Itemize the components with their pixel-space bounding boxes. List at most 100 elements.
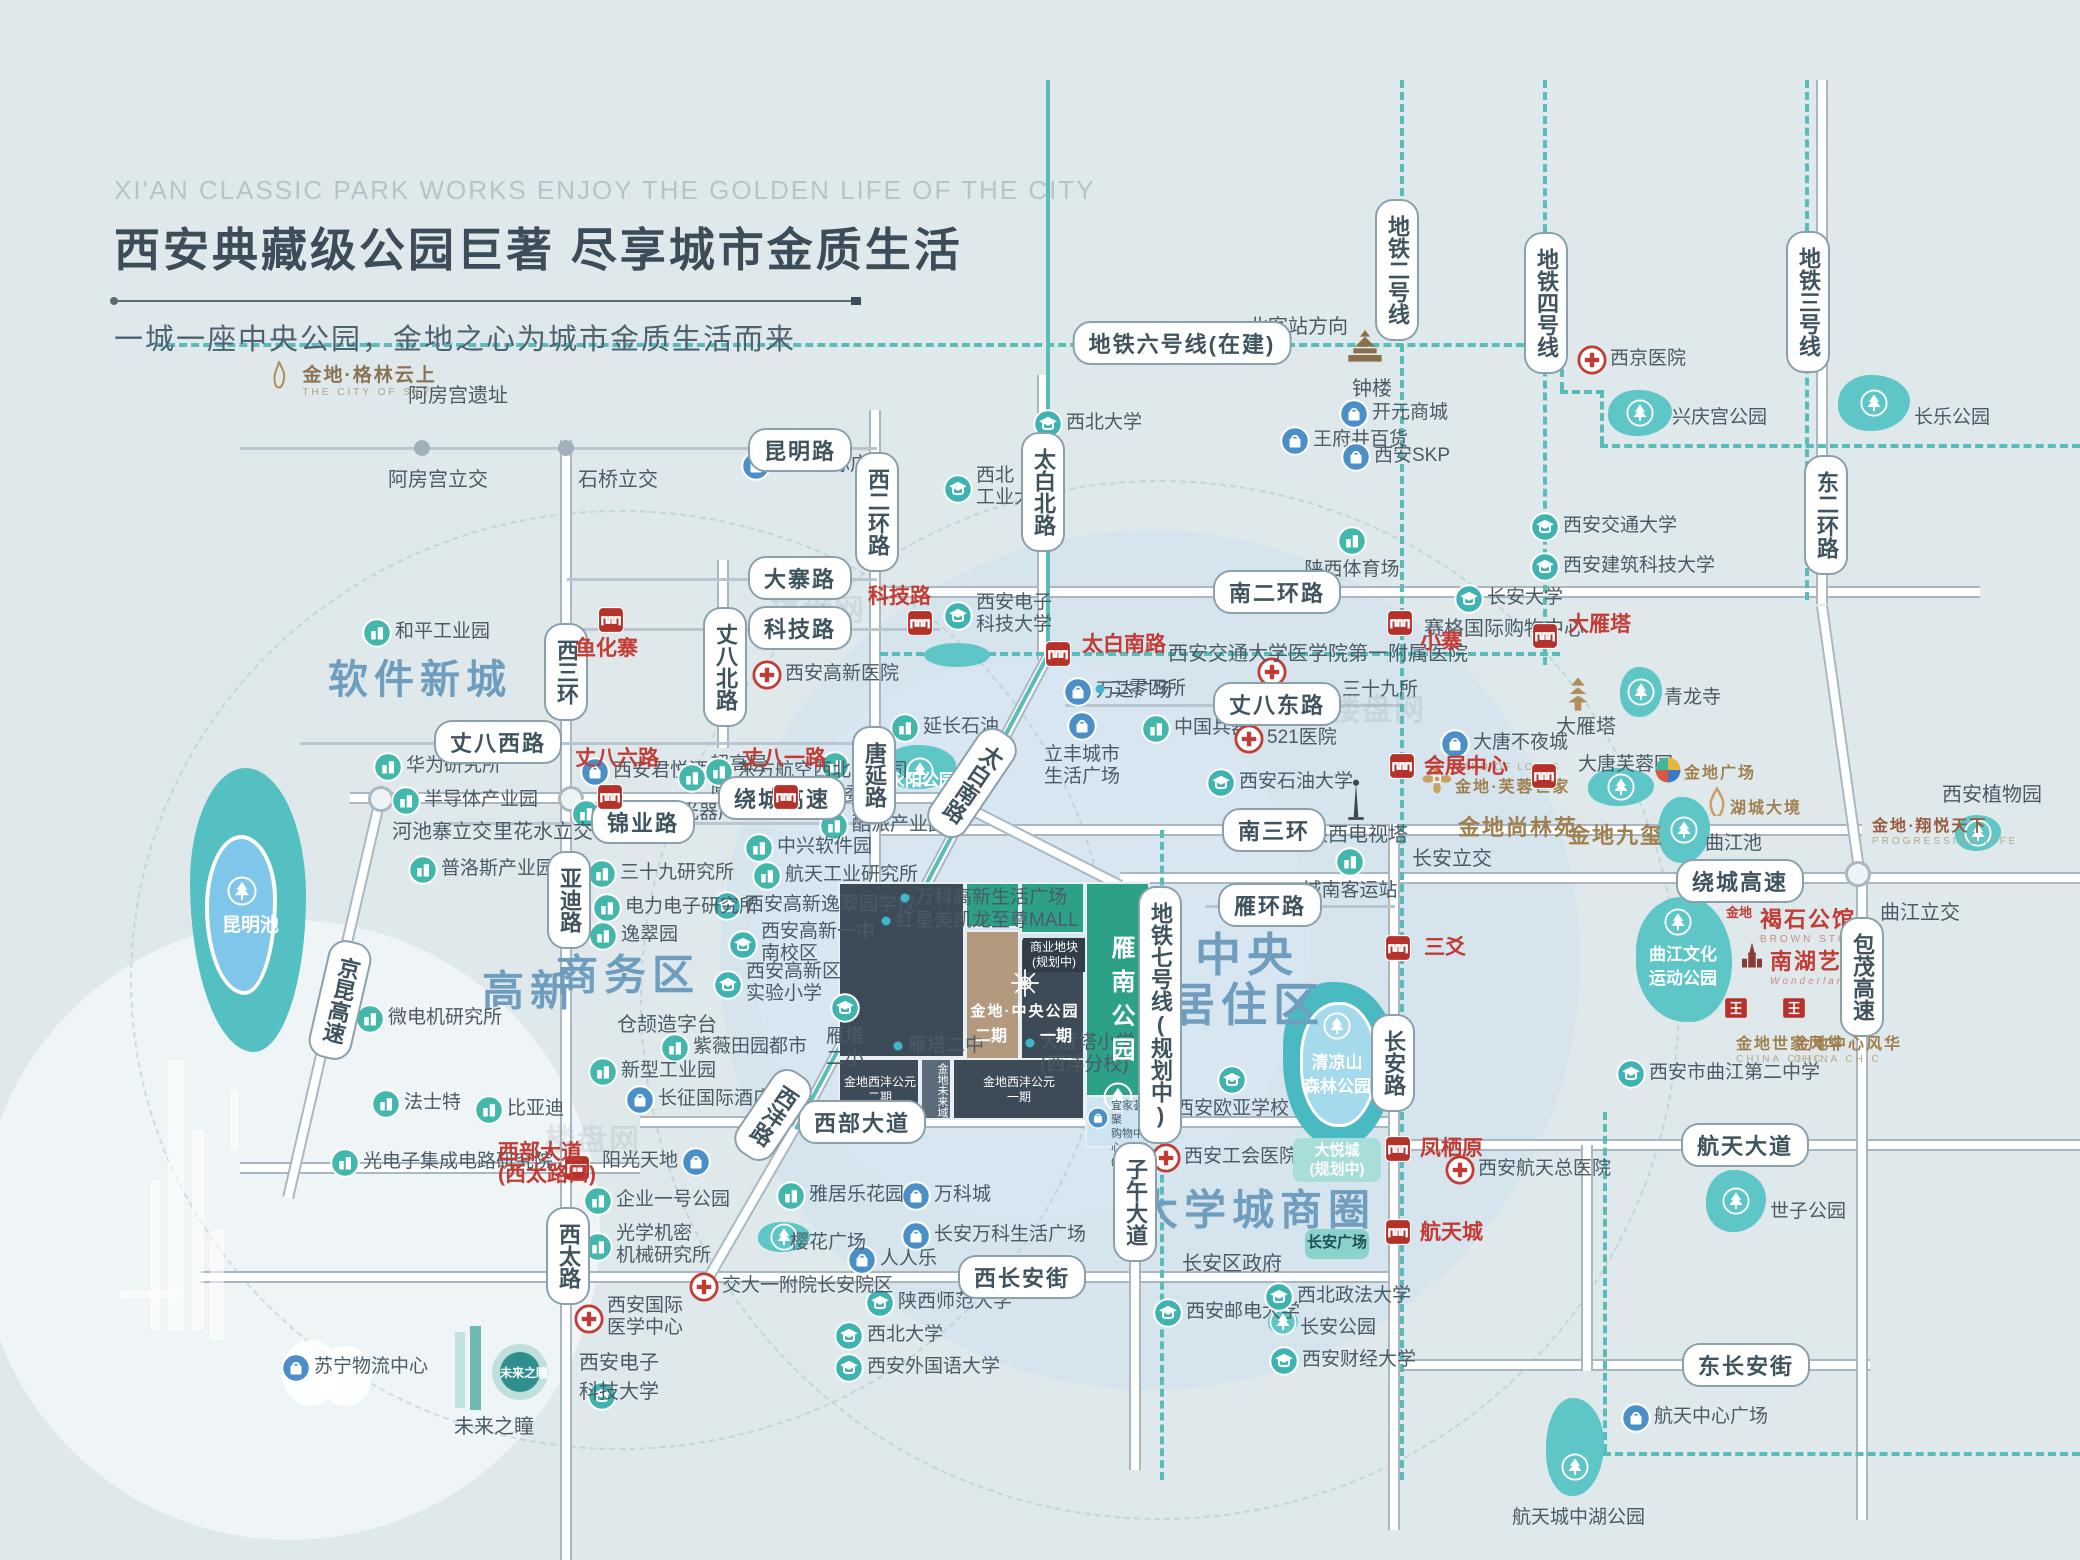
brand-pinwheel-icon	[1653, 755, 1683, 785]
header-subtitle: 一城一座中央公园，金地之心为城市金质生活而来	[114, 324, 797, 356]
skyline-shape	[210, 1230, 224, 1340]
park-tree-icon	[770, 1223, 798, 1251]
poi-label: 521医院	[1267, 727, 1337, 748]
shop-icon	[281, 1353, 311, 1383]
map-text: 仓颉造字台	[617, 1014, 717, 1036]
school-icon	[1616, 1059, 1646, 1089]
shop-icon	[1621, 1403, 1651, 1433]
road-label-pill: 地铁二号线	[1375, 199, 1419, 341]
poi-label: 雅居乐花园	[809, 1184, 905, 1205]
brand-chic-icon	[1781, 995, 1807, 1021]
bell-landmark-icon	[1345, 325, 1385, 365]
school-icon	[1033, 409, 1063, 439]
metro-icon	[564, 1155, 590, 1181]
park-label: 大唐芙蓉园	[1578, 754, 1674, 775]
project-phase1: 一期	[1040, 1028, 1073, 1045]
poi-label: 西安高新区实验小学	[746, 961, 842, 1004]
road	[877, 824, 1862, 836]
map-text: 钟楼	[1352, 378, 1392, 400]
flame-icon	[273, 359, 286, 389]
yannan-park-label: 雁南公园	[1107, 935, 1134, 1071]
park-label: 世子公园	[1770, 1201, 1847, 1222]
district-label: 中央	[1195, 929, 1299, 981]
poi-label: 阳光天地	[602, 1150, 679, 1171]
poi-label: 西安电子科技大学	[976, 592, 1053, 635]
road	[1120, 872, 2080, 884]
park-tree-icon	[1860, 389, 1888, 417]
park-label: 曲江文化	[1649, 945, 1717, 964]
poi-label: 电力电子研究所	[625, 896, 759, 917]
school-icon	[712, 891, 742, 921]
skyline-shape	[120, 1290, 180, 1298]
park-tree-icon	[1626, 399, 1654, 427]
road	[1816, 605, 1868, 887]
road-label-pill: 南二环路	[1212, 570, 1342, 614]
road-label-pill: 丈八西路	[433, 720, 563, 764]
project-phase2: 二期	[975, 1028, 1008, 1045]
road-label-pill: 地铁七号线(规划中)	[1138, 886, 1182, 1144]
metro-icon	[1532, 623, 1558, 649]
map-text: 长安区政府	[1182, 1253, 1282, 1275]
metro-line	[1600, 444, 2080, 448]
road-label-pill: 昆明路	[747, 428, 853, 472]
poi-label: 企业一号公园	[616, 1189, 731, 1210]
shop-icon	[847, 1245, 877, 1275]
road-minor	[300, 742, 877, 745]
project-title: 金地·中央公园	[970, 1003, 1080, 1020]
project-block	[965, 930, 1020, 1060]
road-label-pill: 太白北路	[1021, 432, 1065, 552]
road-label-pill: 航天大道	[1680, 1123, 1810, 1167]
industry-icon	[677, 763, 707, 793]
poi-label: 紫薇田园都市	[693, 1036, 808, 1057]
road-label-pill: 丈八北路	[703, 607, 747, 727]
metro-station	[597, 784, 623, 810]
poi-label: 万科城	[934, 1184, 992, 1205]
road-label-pill: 大寨路	[747, 556, 853, 600]
industry-icon	[583, 1232, 613, 1262]
map-text: 石桥立交	[578, 469, 658, 491]
industry-icon	[588, 921, 618, 951]
industry-icon	[744, 833, 774, 863]
district-label: 大学城商圈	[1135, 1186, 1377, 1234]
pagoda-landmark-icon	[1558, 674, 1598, 714]
road-minor	[567, 578, 877, 581]
poi-label: 西安高新逸翠园学校	[745, 894, 917, 915]
industry-icon	[330, 1148, 360, 1178]
park-tree-icon	[1607, 773, 1635, 801]
road-label-pill: 东二环路	[1804, 455, 1848, 575]
industry-icon	[391, 786, 421, 816]
metro-line	[155, 343, 1560, 347]
industry-icon	[660, 1033, 690, 1063]
watermark: 楼盘网	[1330, 694, 1426, 727]
planned-area-box: 长安广场	[1305, 1229, 1369, 1259]
poi-label: 城南客运站	[1302, 880, 1398, 901]
road-label-pill: 子午大道	[1113, 1142, 1157, 1262]
metro-icon	[907, 610, 933, 636]
hospital-icon	[574, 1304, 604, 1334]
school-icon	[1153, 1298, 1183, 1328]
road-label-pill: 地铁三号线	[1786, 231, 1830, 373]
hospital-icon	[1234, 724, 1264, 754]
metro-icon	[773, 784, 799, 810]
road-label-pill: 科技路	[747, 606, 853, 650]
poi-label: 西安市曲江第二中学	[1649, 1062, 1821, 1083]
metro-station-label: 鱼化寨	[575, 637, 638, 660]
poi-label: 微电机研究所	[388, 1007, 503, 1028]
road-label-pill: 亚迪路	[547, 851, 591, 949]
poi-label: 比亚迪	[507, 1098, 565, 1119]
poi-label: 西安外国语大学	[867, 1356, 1001, 1377]
metro-station	[564, 1155, 590, 1181]
header-subtitle-en: XI'AN CLASSIC PARK WORKS ENJOY THE GOLDE…	[114, 175, 1096, 205]
project-south1: 金地西沣公元一期	[982, 1075, 1055, 1104]
shop-icon	[901, 1221, 931, 1251]
metro-station-label: 太白南路	[1082, 633, 1166, 656]
shop-icon	[580, 757, 610, 787]
metro-station-label: 丈八六路	[575, 747, 659, 770]
park-label: 森林公园	[1303, 1077, 1371, 1096]
park-label: 青龙寺	[1664, 687, 1722, 708]
park-label: 长安公园	[1300, 1317, 1377, 1338]
school-icon	[1530, 512, 1560, 542]
